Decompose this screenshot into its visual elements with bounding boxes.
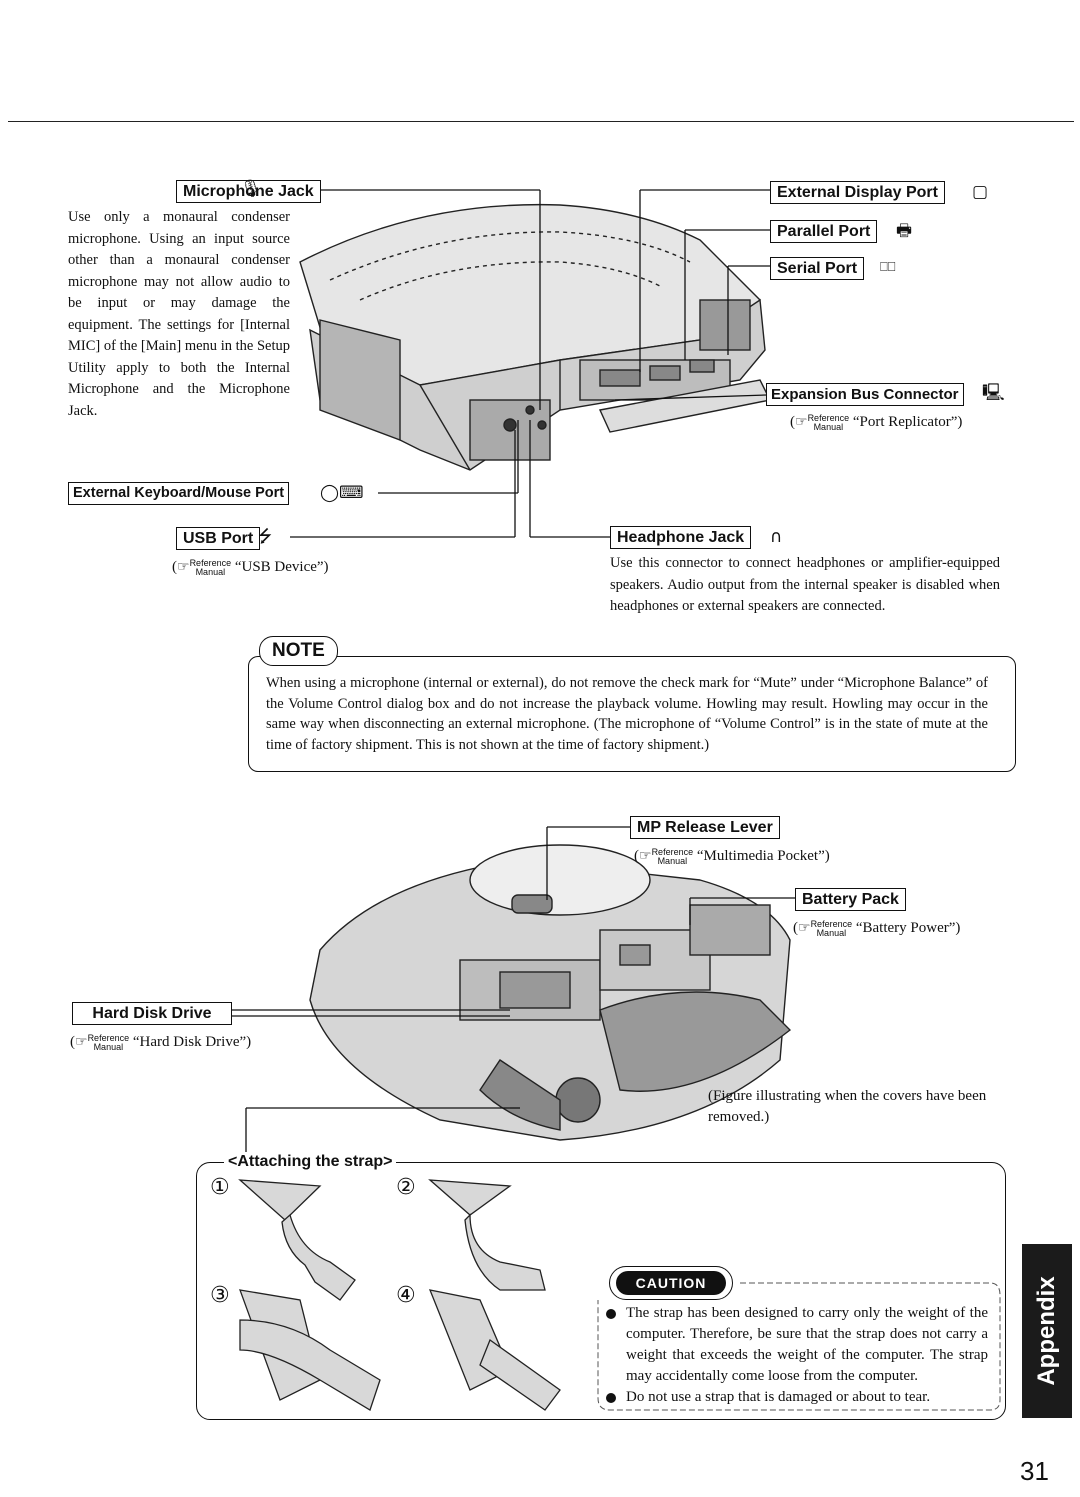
- note-tag: NOTE: [259, 636, 338, 666]
- parallel-port-label: Parallel Port: [770, 220, 878, 243]
- external-display-port-label: External Display Port: [770, 181, 945, 204]
- caution-tag: CAUTION: [609, 1266, 733, 1300]
- battery-pack-label: Battery Pack: [795, 888, 906, 911]
- headphone-jack-description: Use this connector to connect headphones…: [610, 555, 1000, 614]
- strap-step-number: ③: [210, 1283, 230, 1308]
- strap-step-number: ①: [210, 1175, 230, 1200]
- expansion-icon: 🖳: [982, 383, 1005, 403]
- appendix-side-tab: Appendix: [1022, 1244, 1072, 1418]
- microphone-jack-label: Microphone Jack: [176, 180, 321, 203]
- headphone-icon: ∩: [770, 527, 783, 547]
- microphone-icon: 🎙: [240, 179, 262, 199]
- reference-hand-icon: ☞: [639, 848, 652, 864]
- reference-hand-icon: ☞: [798, 920, 811, 936]
- expansion-bus-label: Expansion Bus Connector: [766, 383, 964, 406]
- strap-step-number: ②: [396, 1175, 416, 1200]
- keyboard-mouse-icon: ◯⌨: [320, 483, 364, 503]
- page-number: 31: [1020, 1456, 1049, 1486]
- hard-disk-drive-label: Hard Disk Drive: [72, 1002, 232, 1025]
- external-keyboard-port-label: External Keyboard/Mouse Port: [68, 482, 290, 505]
- figure-caption: (Figure illustrating when the covers hav…: [708, 1088, 987, 1125]
- header-rule: [8, 121, 1074, 122]
- usb-icon: ⭍: [258, 527, 273, 547]
- display-icon: ▢: [972, 182, 989, 202]
- note-box: [248, 656, 1016, 772]
- note-text: When using a microphone (internal or ext…: [266, 675, 988, 753]
- mp-release-lever-label: MP Release Lever: [630, 816, 780, 839]
- serial-port-label: Serial Port: [770, 257, 865, 280]
- caution-list: The strap has been designed to carry onl…: [604, 1303, 988, 1408]
- strap-section-title: <Attaching the strap>: [224, 1152, 397, 1172]
- usb-port-label: USB Port: [176, 527, 261, 550]
- headphone-jack-label: Headphone Jack: [610, 526, 752, 549]
- caution-item: The strap has been designed to carry onl…: [604, 1303, 988, 1387]
- strap-step-number: ④: [396, 1283, 416, 1308]
- strap-section-box: [196, 1162, 1006, 1420]
- microphone-jack-description: Use only a monaural condenser microphone…: [68, 209, 290, 419]
- laptop-rear-illustration: [299, 203, 772, 471]
- reference-hand-icon: ☞: [177, 559, 190, 575]
- reference-hand-icon: ☞: [75, 1034, 88, 1050]
- caution-item: Do not use a strap that is damaged or ab…: [604, 1387, 988, 1408]
- reference-hand-icon: ☞: [795, 414, 808, 430]
- printer-icon: 🖶: [896, 221, 913, 241]
- serial-icon: ⎕⎕: [880, 260, 896, 275]
